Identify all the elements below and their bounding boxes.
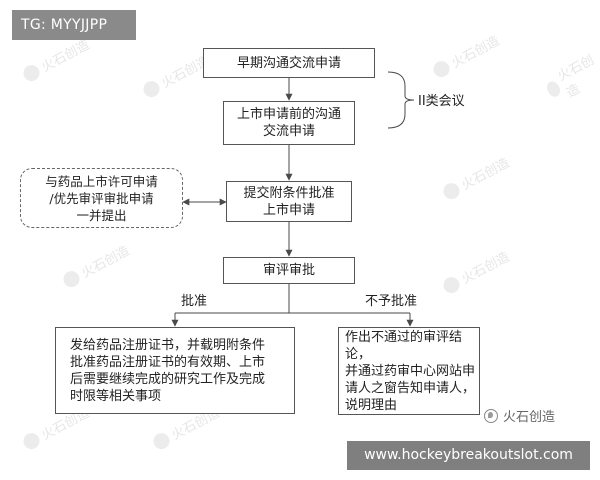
label-meeting-type: II类会议 (418, 94, 465, 109)
node-early-communication: 早期沟通交流申请 (203, 48, 375, 78)
node-premarket-communication: 上市申请前的沟通 交流申请 (223, 101, 355, 145)
brand-logo-icon (484, 408, 498, 423)
url-banner[interactable]: www.hockeybreakoutslot.com (347, 441, 590, 470)
node-review-approval: 审评审批 (223, 257, 355, 284)
label-approve: 批准 (181, 294, 208, 309)
node-approval-result: 发给药品注册证书，并载明附条件 批准药品注册证书的有效期、上市 后需要继续完成的… (55, 327, 295, 414)
brand-name: 火石创造 (503, 410, 556, 425)
label-reject: 不予批准 (365, 294, 418, 309)
node-rejection-result: 作出不通过的审评结论， 并通过药审中心网站申 请人之窗告知申请人， 说明理由 (338, 327, 480, 415)
node-parallel-application: 与药品上市许可申请 /优先审评审批申请 一并提出 (20, 168, 183, 228)
meeting-brace (387, 71, 415, 129)
tg-tag: TG: MYYJJPP (12, 10, 136, 40)
brand-watermark: 火石创造 (484, 406, 555, 425)
node-submit-conditional-approval: 提交附条件批准 上市申请 (226, 181, 352, 222)
